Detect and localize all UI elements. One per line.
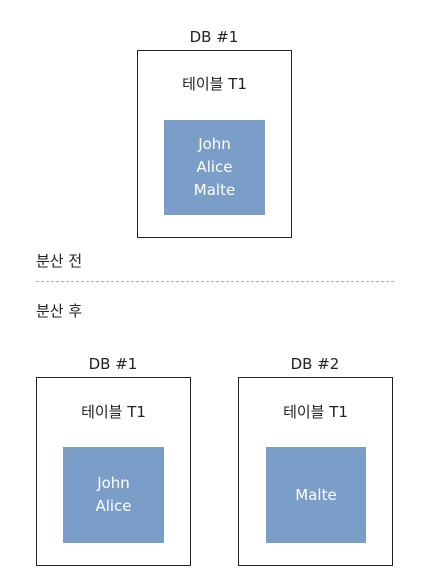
data-row: Alice bbox=[196, 158, 233, 176]
before-distribution-label: 분산 전 bbox=[36, 252, 83, 270]
db2-after-box: 테이블 T1 Malte bbox=[238, 377, 393, 566]
table-data-block: Malte bbox=[266, 447, 366, 543]
data-row: John bbox=[97, 474, 130, 492]
db1-after-box: 테이블 T1 John Alice bbox=[36, 377, 191, 566]
db2-after-label: DB #2 bbox=[290, 355, 340, 373]
table-t1-title: 테이블 T1 bbox=[81, 403, 146, 421]
table-data-block: John Alice bbox=[63, 447, 164, 543]
db1-before-box: 테이블 T1 John Alice Malte bbox=[137, 50, 292, 238]
table-data-block: John Alice Malte bbox=[164, 120, 265, 215]
table-t1-title: 테이블 T1 bbox=[182, 75, 247, 93]
data-row: Alice bbox=[95, 497, 132, 515]
section-divider bbox=[36, 281, 394, 282]
data-row: Malte bbox=[193, 181, 236, 199]
data-row: Malte bbox=[295, 485, 337, 504]
db1-before-label: DB #1 bbox=[189, 28, 239, 46]
after-distribution-label: 분산 후 bbox=[36, 302, 83, 320]
db1-after-label: DB #1 bbox=[88, 355, 138, 373]
table-t1-title: 테이블 T1 bbox=[283, 403, 348, 421]
data-row: John bbox=[198, 135, 231, 153]
